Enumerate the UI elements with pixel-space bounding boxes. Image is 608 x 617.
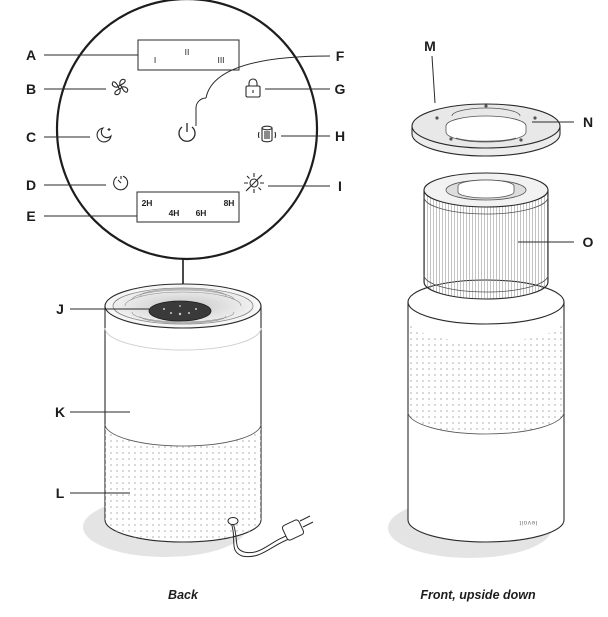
callout-n: N <box>583 114 593 130</box>
timer-4h: 4H <box>169 208 180 218</box>
callout-a: A <box>26 47 36 63</box>
power-icon <box>178 123 196 142</box>
callout-h: H <box>335 128 345 144</box>
filter-indicator-icon <box>257 125 277 143</box>
callout-l: L <box>56 485 65 501</box>
bottom-cover <box>411 103 561 157</box>
callout-k: K <box>55 404 65 420</box>
filter-cartridge <box>423 172 549 300</box>
leader-lines-panel <box>44 54 331 217</box>
callout-f: F <box>336 48 345 64</box>
air-inlet-grille <box>105 424 261 542</box>
control-panel <box>148 300 212 322</box>
control-panel-zoom <box>55 0 319 301</box>
lock-icon <box>245 78 261 98</box>
timer-8h: 8H <box>224 198 235 208</box>
speed-level-1: I <box>154 55 156 65</box>
caption-front: Front, upside down <box>420 588 536 602</box>
sleep-mode-icon <box>96 127 112 143</box>
brand-mark: levoit <box>519 519 537 526</box>
timer-6h: 6H <box>196 208 207 218</box>
callout-i: I <box>338 178 342 194</box>
callout-d: D <box>26 177 36 193</box>
callout-c: C <box>26 129 36 145</box>
power-cord <box>229 518 293 558</box>
power-plug <box>281 515 314 541</box>
timer-2h: 2H <box>142 198 153 208</box>
callout-m: M <box>424 38 436 54</box>
callout-e: E <box>26 208 35 224</box>
purifier-back-view <box>83 283 314 558</box>
callout-g: G <box>335 81 346 97</box>
leader-lines-back <box>70 308 150 494</box>
callout-b: B <box>26 81 36 97</box>
leader-lines-front <box>431 55 574 243</box>
timer-icon <box>113 175 129 191</box>
purifier-front-view: levoit <box>388 103 565 558</box>
speed-level-2: II <box>185 47 190 57</box>
air-inlet-grille-right <box>408 320 564 434</box>
callout-j: J <box>56 301 64 317</box>
speed-level-3: III <box>217 55 224 65</box>
display-light-icon <box>244 173 264 193</box>
fan-speed-icon <box>111 78 129 96</box>
callout-o: O <box>583 234 594 250</box>
timer-display: 2H 4H 6H 8H <box>136 191 240 223</box>
caption-back: Back <box>168 588 199 602</box>
